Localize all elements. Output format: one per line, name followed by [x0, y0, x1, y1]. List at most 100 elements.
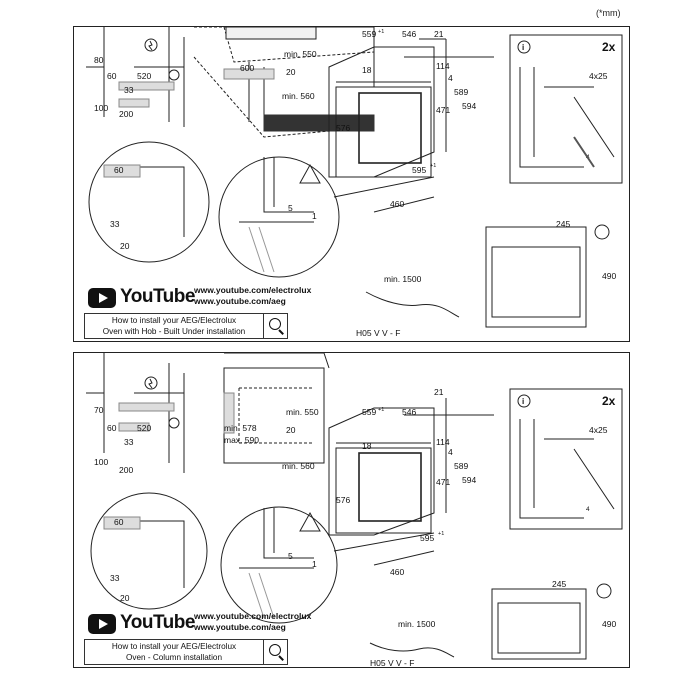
cable-length: min. 1500: [398, 619, 436, 629]
dim-min-550: min. 550: [286, 407, 319, 417]
dim-100: 100: [94, 457, 108, 467]
oven-side-view: [491, 588, 587, 660]
oven-side-view: [485, 226, 587, 328]
screw-size: 4x25: [589, 71, 608, 81]
dim-21: 21: [434, 29, 444, 39]
dim-520: 520: [137, 71, 151, 81]
dim-471: 471: [436, 477, 450, 487]
dim-595: 595: [420, 533, 434, 543]
dim-200: 200: [119, 109, 133, 119]
kitchen-column-drawing: [86, 352, 330, 473]
howto-line-2: Oven with Hob - Built Under installation: [102, 327, 246, 336]
oven-drawing: [328, 398, 494, 566]
dim-20-detail: 20: [120, 593, 130, 603]
warning-and-bolt-icons: [144, 38, 321, 184]
search-icon: [264, 639, 288, 665]
youtube-url-aeg[interactable]: www.youtube.com/aeg: [194, 296, 286, 306]
fixing-detail-box: [509, 34, 623, 184]
power-cable: [369, 642, 455, 658]
youtube-play-icon: [88, 288, 116, 308]
dim-60: 60: [107, 423, 117, 433]
dim-4: 4: [448, 73, 453, 83]
cable-length: min. 1500: [384, 274, 422, 284]
dim-589: 589: [454, 461, 468, 471]
info-icon: [517, 40, 531, 54]
dim-490: 490: [602, 271, 616, 281]
dim-559-tolerance: +1: [378, 29, 384, 35]
dim-20: 20: [286, 425, 296, 435]
howto-caption: How to install your AEG/Electrolux Oven …: [84, 313, 264, 339]
dim-559-tolerance: +1: [378, 407, 384, 413]
dim-600: 600: [240, 63, 254, 73]
dim-80: 80: [94, 55, 104, 65]
dim-245: 245: [552, 579, 566, 589]
youtube-url-electrolux[interactable]: www.youtube.com/electrolux: [194, 285, 312, 295]
dim-471: 471: [436, 105, 450, 115]
dim-490: 490: [602, 619, 616, 629]
cable-type: H05 V V - F: [370, 658, 414, 668]
youtube-wordmark: YouTube: [120, 286, 195, 307]
dim-1: 1: [312, 211, 317, 221]
installation-panel-column: 70 60 520 33 100 200 min. 578 max. 590 m…: [73, 352, 630, 668]
dim-460: 460: [390, 199, 404, 209]
youtube-wordmark: YouTube: [120, 612, 195, 633]
dim-min-550: min. 550: [284, 49, 317, 59]
youtube-block: YouTube www.youtube.com/electrolux www.y…: [84, 611, 334, 665]
dim-60-detail: 60: [114, 517, 124, 527]
fixing-detail-box: [509, 388, 623, 530]
detail-circle-right: [218, 156, 340, 278]
detail-circle-right: [220, 506, 338, 624]
dim-18: 18: [362, 441, 372, 451]
youtube-urls: www.youtube.com/electrolux www.youtube.c…: [194, 285, 311, 307]
dim-114: 114: [436, 437, 450, 447]
dim-max-590: max. 590: [224, 435, 259, 445]
howto-caption: How to install your AEG/Electrolux Oven …: [84, 639, 264, 665]
dim-min-560: min. 560: [282, 461, 315, 471]
kitchen-niche-drawing: [86, 26, 375, 138]
oven-drawing: [328, 38, 494, 213]
dim-min-578: min. 578: [224, 423, 257, 433]
diagram-drawing: 70 60 520 33 100 200 min. 578 max. 590 m…: [86, 352, 623, 668]
dim-33: 33: [124, 437, 134, 447]
dim-60-detail: 60: [114, 165, 124, 175]
dim-576: 576: [336, 123, 350, 133]
search-icon: [264, 313, 288, 339]
warning-triangle-icon: [299, 511, 321, 532]
dim-33-detail: 33: [110, 219, 120, 229]
detail-circle-left: [88, 141, 210, 263]
power-cable: [365, 291, 460, 318]
dim-576: 576: [336, 495, 350, 505]
dim-33: 33: [124, 85, 134, 95]
dim-33-detail: 33: [110, 573, 120, 583]
howto-line-1: How to install your AEG/Electrolux: [111, 642, 237, 651]
dim-595: 595: [412, 165, 426, 175]
cable-type: H05 V V - F: [356, 328, 400, 338]
dim-5: 5: [288, 551, 293, 561]
warning-and-bolt-icons: [144, 376, 321, 532]
youtube-url-aeg[interactable]: www.youtube.com/aeg: [194, 622, 286, 632]
screw-size: 4x25: [589, 425, 608, 435]
dim-245: 245: [556, 219, 570, 229]
dim-1: 1: [312, 559, 317, 569]
howto-line-1: How to install your AEG/Electrolux: [111, 316, 237, 325]
dim-60: 60: [107, 71, 117, 81]
youtube-urls: www.youtube.com/electrolux www.youtube.c…: [194, 611, 311, 633]
info-letter: i: [522, 397, 524, 406]
installation-panel-hob-built-under: 80 60 520 33 100 200 600 min. 550 20 min…: [73, 26, 630, 342]
dim-589: 589: [454, 87, 468, 97]
dim-min-560: min. 560: [282, 91, 315, 101]
dim-100: 100: [94, 103, 108, 113]
fixing-count: 2x: [602, 394, 616, 408]
diagram-drawing: 80 60 520 33 100 200 600 min. 550 20 min…: [86, 26, 623, 338]
dim-546: 546: [402, 407, 416, 417]
dim-559: 559: [362, 407, 376, 417]
dim-4: 4: [448, 447, 453, 457]
dim-114: 114: [436, 61, 450, 71]
dim-520: 520: [137, 423, 151, 433]
dim-70: 70: [94, 405, 104, 415]
howto-line-2: Oven - Column installation: [125, 653, 223, 662]
youtube-play-icon: [88, 614, 116, 634]
unit-note: (*mm): [596, 8, 621, 18]
dim-595-tolerance: +1: [438, 531, 444, 537]
youtube-url-electrolux[interactable]: www.youtube.com/electrolux: [194, 611, 312, 621]
